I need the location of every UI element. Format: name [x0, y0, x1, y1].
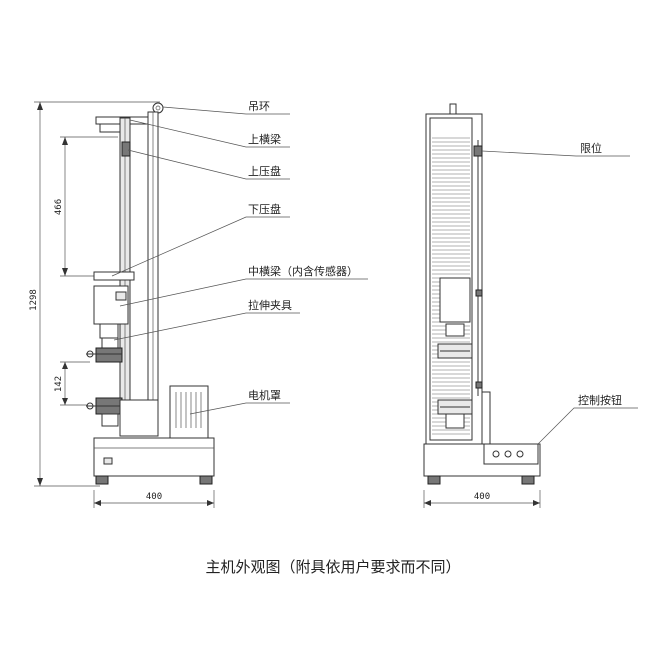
control-button: [492, 450, 500, 458]
motor-cover: [169, 385, 209, 439]
foot: [521, 475, 535, 485]
caption: 主机外观图（附具依用户要求而不同）: [205, 558, 461, 576]
dimension-total-height: 1298: [29, 101, 160, 487]
base: [93, 437, 215, 477]
leader-limit: [481, 150, 630, 157]
foot: [199, 475, 213, 485]
tensile-fixture-upper: [86, 337, 123, 363]
dimension-base-width-front: 400: [93, 490, 215, 508]
label-limit: 限位: [580, 141, 602, 155]
label-upper-platen: 上压盘: [248, 164, 281, 178]
fixture-upper-side: [437, 343, 473, 359]
leader-lines-front: [111, 106, 368, 415]
label-lower-platen: 下压盘: [248, 202, 281, 216]
foot: [427, 475, 441, 485]
dimension-base-width-side: 400: [423, 490, 541, 508]
dimension-base-width-side-value: 400: [474, 492, 490, 502]
control-button: [504, 450, 512, 458]
dimension-fixture-gap: 142: [54, 361, 90, 406]
lower-platen: [93, 271, 135, 281]
front-view: 1298 466 142: [29, 100, 368, 508]
upper-platen: [121, 141, 131, 157]
label-upper-crossbeam: 上横梁: [248, 132, 281, 146]
label-middle-crossbeam: 中横梁（内含传感器）: [248, 264, 358, 278]
limit-switch: [473, 145, 483, 157]
label-motor-cover: 电机罩: [248, 388, 281, 402]
side-view: 400 限位 控制按钮: [423, 103, 638, 508]
dimension-stroke-height: 466: [54, 136, 118, 277]
sensor-block-side: [439, 277, 471, 323]
fixture-lower-side: [437, 399, 473, 429]
leader-control-buttons: [537, 407, 638, 445]
label-lifting-ring: 吊环: [248, 100, 270, 113]
control-button: [516, 450, 524, 458]
dimension-total-height-value: 1298: [29, 289, 39, 311]
label-tensile-fixture: 拉伸夹具: [248, 298, 292, 312]
tensile-fixture-lower: [86, 397, 123, 427]
dimension-stroke-height-value: 466: [54, 199, 64, 215]
foot: [95, 475, 109, 485]
dimension-base-width-front-value: 400: [146, 492, 162, 502]
label-control-buttons: 控制按钮: [578, 393, 622, 407]
dimension-fixture-gap-value: 142: [54, 376, 64, 392]
